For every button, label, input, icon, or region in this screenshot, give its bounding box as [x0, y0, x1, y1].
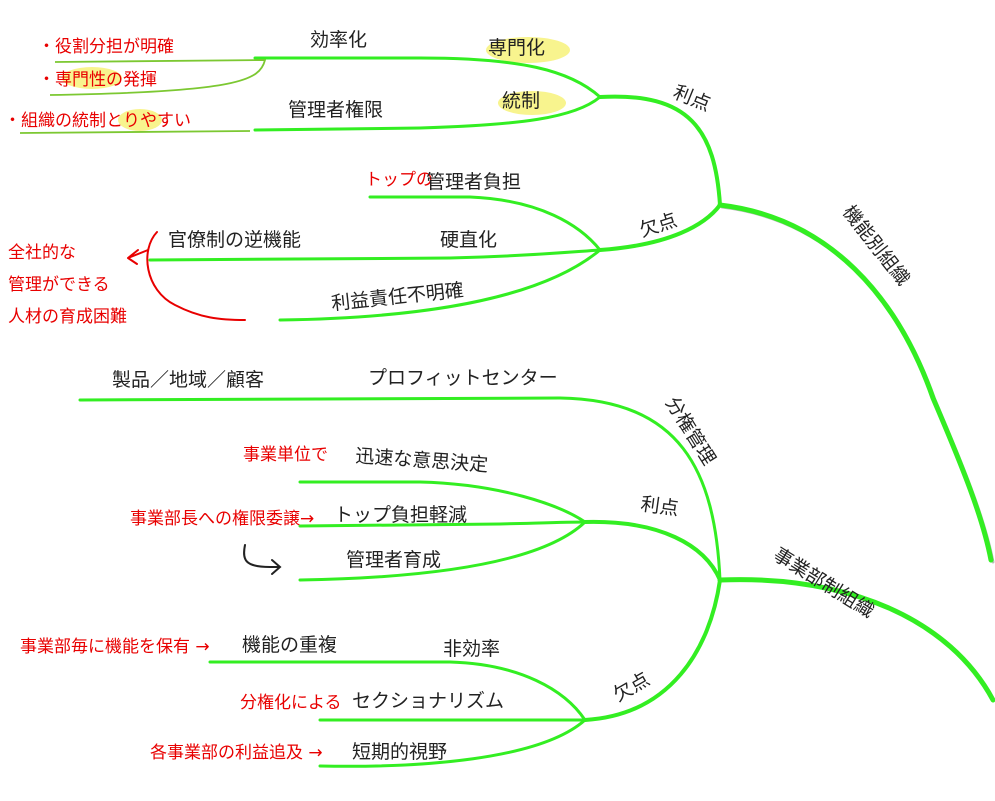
- node-label: トップ負担軽減: [334, 504, 467, 526]
- highlight-note: [62, 67, 122, 89]
- node-label: プロフィットセンター: [368, 367, 558, 389]
- handwritten-note: 事業部長への権限委譲→: [130, 509, 314, 529]
- handwritten-note: 人材の育成困難: [8, 307, 127, 327]
- highlight-senmonka: [486, 37, 570, 63]
- arrow-icon: [127, 249, 149, 265]
- arrow-icon: [243, 544, 282, 575]
- handwritten-note: ・役割分担が明確: [38, 37, 174, 57]
- highlight-note: [118, 109, 162, 131]
- handwritten-note: 各事業部の利益追及 →: [150, 743, 323, 763]
- handwritten-note: 管理ができる: [8, 275, 110, 295]
- node-label: 管理者権限: [288, 99, 383, 121]
- note-underline: [49, 59, 267, 96]
- handwritten-note: 全社的な: [8, 243, 76, 263]
- handwritten-note: トップの: [365, 170, 433, 190]
- node-label: 短期的視野: [352, 741, 447, 763]
- branches: [78, 56, 995, 768]
- highlight-tousei: [498, 91, 566, 115]
- node-label: 管理者負担: [426, 171, 521, 193]
- handwritten-note: 事業部毎に機能を保有 →: [20, 637, 210, 657]
- node-label: 機能の重複: [242, 634, 337, 656]
- functional-org-title: 機能別組織: [838, 202, 914, 290]
- node-sub: 非効率: [443, 638, 500, 660]
- node-label: 迅速な意思決定: [355, 445, 489, 476]
- node-label: 効率化: [310, 29, 367, 51]
- node-sub: 硬直化: [440, 229, 497, 251]
- divisional-merits-label: 利点: [639, 493, 680, 520]
- bracket-line: [146, 231, 246, 321]
- node-label: 管理者育成: [346, 549, 441, 571]
- node-label: セクショナリズム: [352, 690, 504, 712]
- note-underline: [19, 130, 251, 134]
- node-label: 官僚制の逆機能: [168, 229, 301, 251]
- node-sub: 専門化: [488, 37, 545, 59]
- handwritten-note: ・専門性の発揮: [38, 70, 157, 90]
- node-label: 利益責任不明確: [330, 279, 465, 315]
- node-sub: 製品／地域／顧客: [112, 369, 264, 391]
- handwritten-note: 事業単位で: [243, 445, 328, 465]
- handwritten-note: 分権化による: [240, 693, 342, 713]
- node-sub: 統制: [502, 90, 540, 112]
- handwritten-note: ・組織の統制とりやすい: [4, 111, 191, 131]
